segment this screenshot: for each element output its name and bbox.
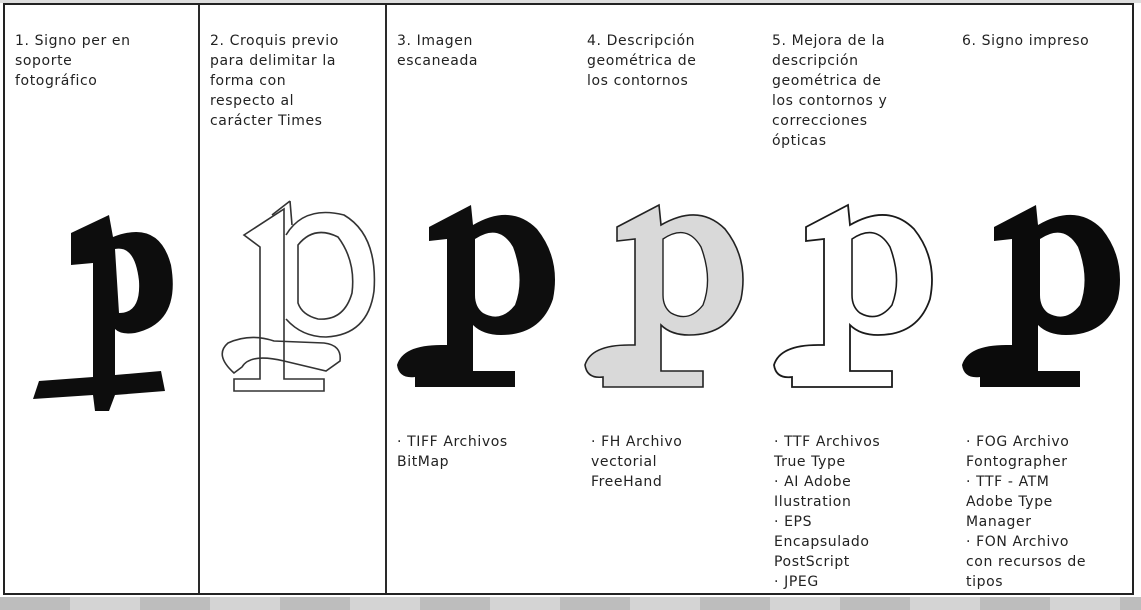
file-line: PostScript <box>774 552 929 572</box>
file-line: · AI Adobe <box>774 472 929 492</box>
glyph-2-bowl-inner <box>298 233 353 320</box>
bottom-strip <box>0 597 1141 610</box>
step-column-5: 5. Mejora de la descripción geométrica d… <box>762 5 952 593</box>
step-5-files: · TTF Archivos True Type · AI Adobe Ilus… <box>774 432 929 592</box>
file-line: · TTF Archivos <box>774 432 929 452</box>
glyph-scanned-p <box>395 195 565 395</box>
step-5-title: 5. Mejora de la descripción geométrica d… <box>772 31 922 151</box>
step-column-1: 1. Signo per en soporte fotográfico <box>5 5 198 593</box>
process-table: 1. Signo per en soporte fotográfico 2. C… <box>3 3 1134 595</box>
file-line: · FOG Archivo <box>966 432 1121 452</box>
glyph-2-guides <box>272 201 292 225</box>
file-line: vectorial <box>591 452 746 472</box>
file-line: · TTF - ATM <box>966 472 1121 492</box>
glyph-2-swash <box>222 337 340 373</box>
file-line: BitMap <box>397 452 552 472</box>
glyph-printed-p <box>960 195 1130 395</box>
glyph-vector-p <box>583 195 753 395</box>
glyph-sketch-p <box>214 195 384 405</box>
step-6-title: 6. Signo impreso <box>962 31 1112 51</box>
file-line: · EPS <box>774 512 929 532</box>
file-line: Ilustration <box>774 492 929 512</box>
glyph-2-stem <box>234 209 324 391</box>
step-4-files: · FH Archivo vectorial FreeHand <box>591 432 746 492</box>
step-6-files: · FOG Archivo Fontographer · TTF - ATM A… <box>966 432 1121 592</box>
glyph-1-body <box>33 215 173 411</box>
step-1-title: 1. Signo per en soporte fotográfico <box>15 31 165 91</box>
step-column-4: 4. Descripción geométrica de los contorn… <box>577 5 762 593</box>
step-3-title: 3. Imagen escaneada <box>397 31 547 71</box>
file-line: · TIFF Archivos <box>397 432 552 452</box>
file-line: Encapsulado <box>774 532 929 552</box>
step-2-title: 2. Croquis previo para delimitar la form… <box>210 31 360 131</box>
file-line: Adobe Type <box>966 492 1121 512</box>
file-line: True Type <box>774 452 929 472</box>
step-3-files: · TIFF Archivos BitMap <box>397 432 552 472</box>
file-line: · FON Archivo <box>966 532 1121 552</box>
file-line: Manager <box>966 512 1121 532</box>
file-line: FreeHand <box>591 472 746 492</box>
step-column-3: 3. Imagen escaneada · TIFF Archivos BitM… <box>387 5 577 593</box>
file-line: Fontographer <box>966 452 1121 472</box>
step-column-6: 6. Signo impreso · FOG Archivo Fontograp… <box>952 5 1132 593</box>
glyph-corrected-p <box>772 195 942 395</box>
file-line: · FH Archivo <box>591 432 746 452</box>
file-line: tipos <box>966 572 1121 592</box>
step-column-2: 2. Croquis previo para delimitar la form… <box>200 5 385 593</box>
file-line: · JPEG <box>774 572 929 592</box>
step-4-title: 4. Descripción geométrica de los contorn… <box>587 31 737 91</box>
file-line: con recursos de <box>966 552 1121 572</box>
glyph-photo-p <box>31 205 191 415</box>
